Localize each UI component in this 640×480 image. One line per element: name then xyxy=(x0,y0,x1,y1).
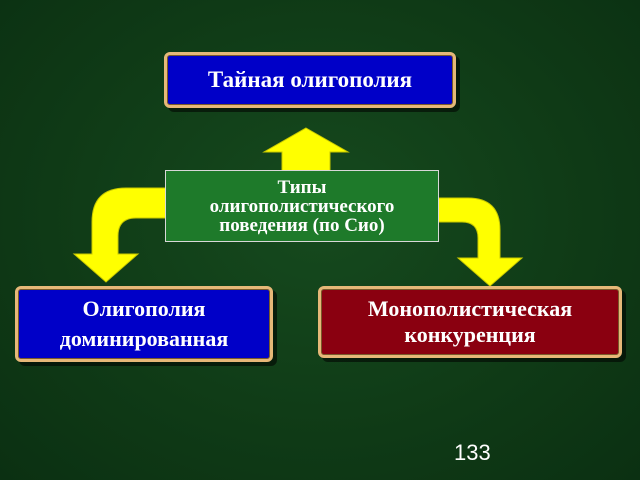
center-box-line-3: поведения (по Сио) xyxy=(219,214,385,236)
left-box-dominated-oligopoly: Олигополия доминированная xyxy=(15,286,273,362)
center-box-line-1: Типы xyxy=(277,176,327,198)
top-box-secret-oligopoly: Тайная олигополия xyxy=(164,52,456,108)
right-box-monopolistic-competition: Монополистическая конкуренция xyxy=(318,286,622,358)
top-box-label: Тайная олигополия xyxy=(207,67,413,92)
arrow-left-down xyxy=(72,187,169,283)
page-number: 133 xyxy=(454,440,491,465)
arrow-right-down xyxy=(435,197,524,287)
center-box-line-2: олигополистического xyxy=(209,195,395,217)
right-box-line-1: Монополистическая xyxy=(367,296,573,321)
left-box-line-2: доминированная xyxy=(59,326,229,351)
right-box-line-2: конкуренция xyxy=(404,322,536,347)
arrow-up xyxy=(262,127,350,173)
center-box-behavior-types: Типы олигополистического поведения (по С… xyxy=(165,170,439,242)
left-box-line-1: Олигополия xyxy=(82,296,206,321)
